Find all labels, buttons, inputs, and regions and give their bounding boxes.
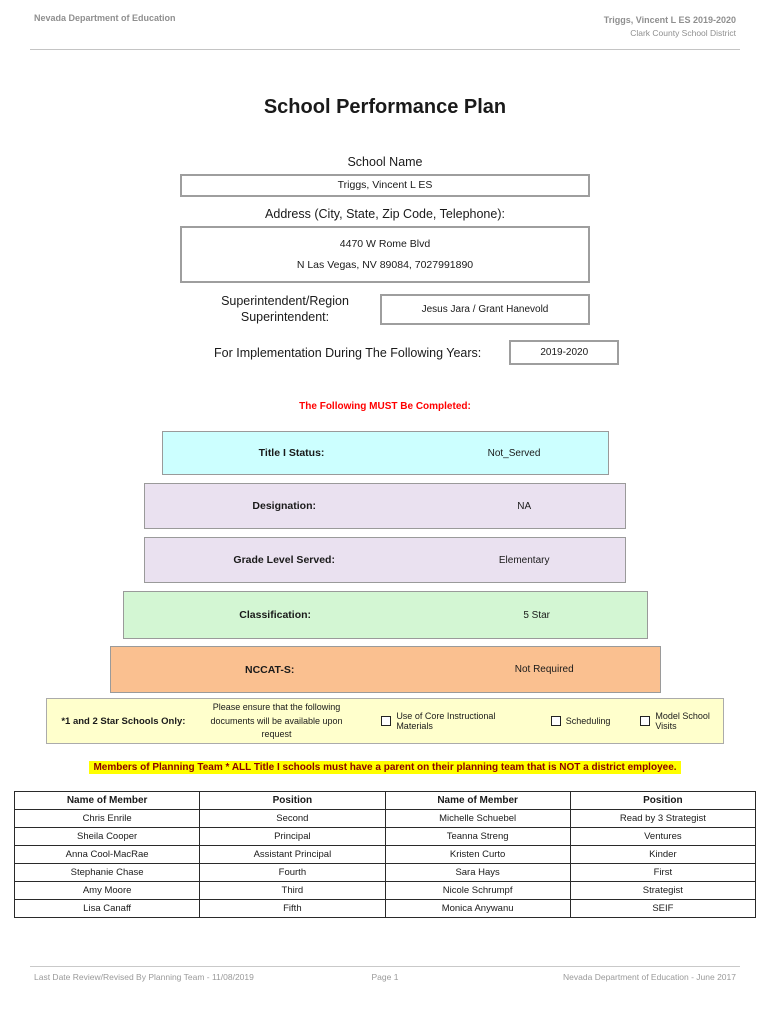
checkbox-model-visits[interactable]: Model School Visits bbox=[640, 711, 723, 731]
status-row-classification: Classification: 5 Star bbox=[122, 591, 648, 640]
member-name: Anna Cool-MacRae bbox=[13, 845, 201, 865]
header-school-block: Triggs, Vincent L ES 2019-2020 Clark Cou… bbox=[604, 13, 736, 41]
members-table-header-row: Name of Member Position Name of Member P… bbox=[13, 791, 757, 811]
checkbox-model-visits-label: Model School Visits bbox=[655, 711, 710, 732]
status-row-title-i: Title I Status: Not_Served bbox=[161, 431, 609, 476]
footer-revision-date: Last Date Review/Revised By Planning Tea… bbox=[34, 972, 254, 982]
checkbox-core-materials-label: Use of Core Instructional Materials bbox=[396, 711, 496, 732]
member-name: Stephanie Chase bbox=[13, 863, 201, 883]
member-position: Kinder bbox=[569, 845, 757, 865]
member-position: Fifth bbox=[199, 899, 386, 919]
member-position: Fourth bbox=[199, 863, 386, 883]
address-line1: 4470 W Rome Blvd bbox=[339, 237, 431, 250]
col-header-name-1: Name of Member bbox=[13, 791, 201, 811]
title-i-status-label: Title I Status: bbox=[258, 447, 325, 460]
school-name-label: School Name bbox=[347, 154, 423, 169]
classification-label: Classification: bbox=[239, 609, 312, 622]
member-name: Chris Enrile bbox=[13, 809, 201, 829]
member-position: First bbox=[569, 863, 757, 883]
member-position: Principal bbox=[199, 827, 386, 847]
address-field[interactable]: 4470 W Rome Blvd N Las Vegas, NV 89084, … bbox=[180, 225, 590, 283]
member-position: Ventures bbox=[569, 827, 757, 847]
member-position: Read by 3 Strategist bbox=[569, 809, 757, 829]
document-header: Nevada Department of Education Triggs, V… bbox=[0, 0, 770, 41]
checkbox-scheduling-label: Scheduling bbox=[565, 716, 611, 727]
member-name: Teanna Streng bbox=[384, 827, 571, 847]
table-row: Amy Moore Third Nicole Schrumpf Strategi… bbox=[13, 881, 757, 901]
header-school-year: Triggs, Vincent L ES 2019-2020 bbox=[603, 15, 736, 25]
member-name: Amy Moore bbox=[13, 881, 201, 901]
member-name: Monica Anywanu bbox=[384, 899, 571, 919]
classification-value: 5 Star bbox=[523, 609, 550, 621]
header-agency: Nevada Department of Education bbox=[34, 13, 176, 23]
footer-divider bbox=[30, 966, 740, 967]
checkbox-core-materials[interactable]: Use of Core Instructional Materials bbox=[381, 711, 516, 731]
member-position: Assistant Principal bbox=[199, 845, 386, 865]
school-name-field[interactable]: Triggs, Vincent L ES bbox=[180, 173, 590, 197]
superintendent-field[interactable]: Jesus Jara / Grant Hanevold bbox=[380, 293, 590, 325]
col-header-position-2: Position bbox=[569, 791, 757, 811]
member-position: Strategist bbox=[569, 881, 757, 901]
implementation-row: For Implementation During The Following … bbox=[214, 340, 770, 366]
table-row: Lisa Canaff Fifth Monica Anywanu SEIF bbox=[13, 899, 757, 919]
member-name: Michelle Schuebel bbox=[384, 809, 571, 829]
checkbox-icon[interactable] bbox=[381, 716, 392, 727]
member-position: Second bbox=[199, 809, 386, 829]
implementation-years-field[interactable]: 2019-2020 bbox=[509, 340, 620, 366]
status-row-grade-level: Grade Level Served: Elementary bbox=[144, 537, 626, 584]
header-divider bbox=[30, 48, 740, 50]
designation-value: NA bbox=[517, 500, 532, 512]
member-position: Third bbox=[199, 881, 386, 901]
superintendent-row: Superintendent/Region Superintendent: Je… bbox=[190, 293, 770, 326]
star-schools-instruction: Please ensure that the following documen… bbox=[210, 702, 343, 740]
footer-page-number: Page 1 bbox=[371, 972, 399, 982]
table-row: Sheila Cooper Principal Teanna Streng Ve… bbox=[13, 827, 757, 847]
member-name: Sheila Cooper bbox=[13, 827, 201, 847]
designation-label: Designation: bbox=[252, 500, 316, 513]
grade-level-label: Grade Level Served: bbox=[233, 554, 335, 567]
member-name: Nicole Schrumpf bbox=[384, 881, 571, 901]
col-header-name-2: Name of Member bbox=[384, 791, 571, 811]
star-schools-row: *1 and 2 Star Schools Only: Please ensur… bbox=[46, 698, 724, 745]
col-header-position-1: Position bbox=[199, 791, 386, 811]
address-line2: N Las Vegas, NV 89084, 7027991890 bbox=[296, 259, 474, 272]
status-row-designation: Designation: NA bbox=[144, 483, 626, 530]
header-district: Clark County School District bbox=[630, 28, 736, 39]
checkbox-icon[interactable] bbox=[640, 716, 651, 727]
document-footer: Last Date Review/Revised By Planning Tea… bbox=[0, 966, 770, 982]
title-i-status-value: Not_Served bbox=[487, 447, 541, 459]
star-schools-label: *1 and 2 Star Schools Only: bbox=[61, 715, 186, 727]
checkbox-scheduling[interactable]: Scheduling bbox=[550, 716, 611, 727]
page-title: School Performance Plan bbox=[263, 95, 507, 118]
nccats-value: Not Required bbox=[514, 664, 574, 676]
table-row: Chris Enrile Second Michelle Schuebel Re… bbox=[13, 809, 757, 829]
grade-level-value: Elementary bbox=[498, 554, 550, 566]
planning-team-notice: Members of Planning Team * ALL Title I s… bbox=[0, 757, 770, 775]
member-name: Kristen Curto bbox=[384, 845, 571, 865]
member-name: Lisa Canaff bbox=[13, 899, 201, 919]
members-table: Name of Member Position Name of Member P… bbox=[13, 791, 757, 919]
nccats-label: NCCAT-S: bbox=[245, 663, 295, 676]
table-row: Anna Cool-MacRae Assistant Principal Kri… bbox=[13, 845, 757, 865]
footer-agency-date: Nevada Department of Education - June 20… bbox=[563, 972, 736, 982]
superintendent-label: Superintendent/Region Superintendent: bbox=[221, 293, 349, 325]
implementation-label: For Implementation During The Following … bbox=[214, 345, 482, 360]
must-complete-notice: The Following MUST Be Completed: bbox=[299, 401, 471, 413]
table-row: Stephanie Chase Fourth Sara Hays First bbox=[13, 863, 757, 883]
member-name: Sara Hays bbox=[384, 863, 571, 883]
checkbox-icon[interactable] bbox=[550, 716, 561, 727]
address-label: Address (City, State, Zip Code, Telephon… bbox=[265, 206, 505, 221]
member-position: SEIF bbox=[569, 899, 757, 919]
status-row-nccats: NCCAT-S: Not Required bbox=[109, 646, 661, 694]
